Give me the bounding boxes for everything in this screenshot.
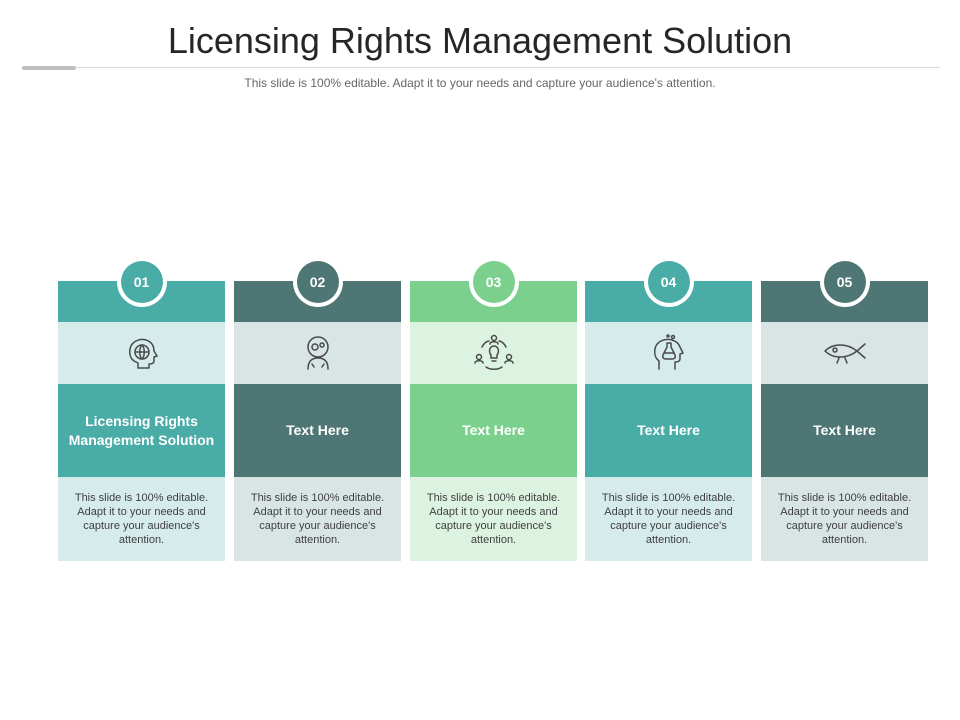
card-heading: Text Here [410,384,577,477]
icon-band [234,322,401,384]
card-03: 03 Text Here This slide is 100% editable… [410,257,577,561]
team-idea-icon [472,331,516,375]
card-heading: Text Here [761,384,928,477]
card-description: This slide is 100% editable. Adapt it to… [58,477,225,561]
card-heading: Text Here [234,384,401,477]
step-number: 05 [823,261,866,303]
step-number: 03 [472,261,515,303]
head-gears-icon [296,331,340,375]
icon-band [410,322,577,384]
card-description: This slide is 100% editable. Adapt it to… [410,477,577,561]
card-heading: Text Here [585,384,752,477]
step-badge: 03 [468,257,519,307]
head-flask-icon [647,331,691,375]
icon-band [585,322,752,384]
icon-band [761,322,928,384]
step-badge: 01 [116,257,167,307]
card-02: 02 Text Here This slide is 100% editable… [234,257,401,561]
card-description: This slide is 100% editable. Adapt it to… [234,477,401,561]
step-badge: 04 [643,257,694,307]
title-divider [22,67,940,68]
card-04: 04 Text Here This slide is 100% editable… [585,257,752,561]
card-description: This slide is 100% editable. Adapt it to… [761,477,928,561]
slide-title: Licensing Rights Management Solution [167,20,793,61]
step-number: 01 [120,261,163,303]
card-heading: Licensing Rights Management Solution [58,384,225,477]
title-divider-accent [22,66,76,70]
card-01: 01 Licensing Rights Management Solution … [58,257,225,561]
step-badge: 05 [819,257,870,307]
card-description: This slide is 100% editable. Adapt it to… [585,477,752,561]
fish-icon [823,331,867,375]
icon-band [58,322,225,384]
step-number: 02 [296,261,339,303]
step-badge: 02 [292,257,343,307]
step-number: 04 [647,261,690,303]
head-globe-icon [120,331,164,375]
slide-subtitle: This slide is 100% editable. Adapt it to… [244,76,716,90]
card-05: 05 Text Here This slide is 100% editable… [761,257,928,561]
